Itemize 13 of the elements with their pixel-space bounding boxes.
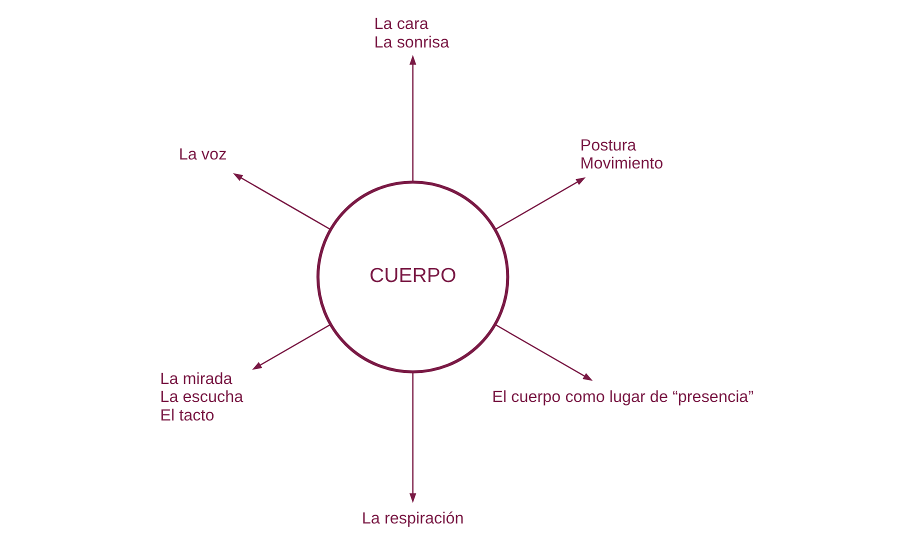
node-text: La cara La sonrisa [374,15,449,52]
node-circle: CUERPO [316,180,509,374]
arrow [494,324,592,381]
arrow [232,173,330,230]
arrow [494,177,586,230]
node-text: La voz [178,146,226,164]
arrow [408,372,416,503]
node-text: La respiración [361,509,464,528]
node-text: El cuerpo como lugar de “presencia” [492,388,754,406]
arrow [408,54,416,182]
node-text: La mirada La escucha El tacto [160,370,243,424]
arrow [252,324,330,370]
node-text: Postura Movimiento [580,136,663,173]
